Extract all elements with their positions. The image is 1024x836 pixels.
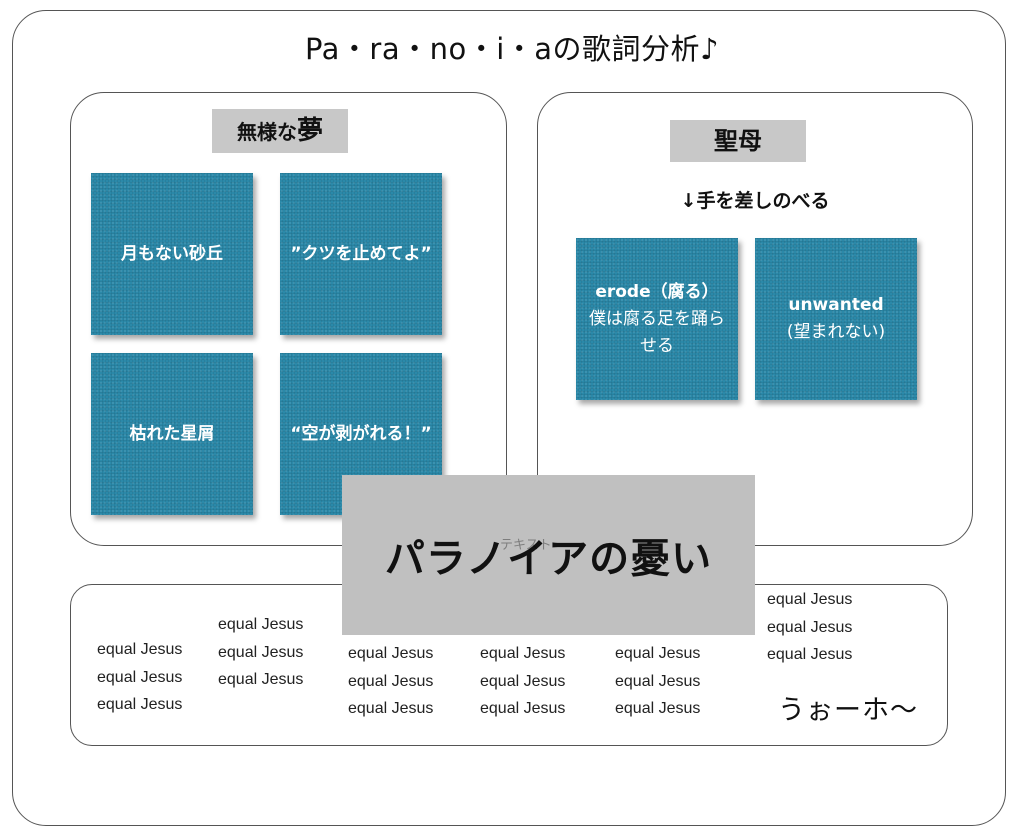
- banner-text: パラノイアの憂い: [384, 536, 713, 582]
- title-banner[interactable]: パラノイアの憂い: [342, 475, 755, 635]
- note-text: ”クツを止めてよ”: [290, 243, 432, 264]
- sticky-note[interactable]: ”クツを止めてよ”: [280, 173, 442, 335]
- sticky-note[interactable]: 月もない砂丘: [91, 173, 253, 335]
- lyric-line: equal Jesus: [615, 700, 701, 717]
- equal-jesus-column: equal Jesus equal Jesus equal Jesus: [97, 636, 182, 719]
- equal-jesus-column: equal Jesus equal Jesus equal Jesus: [218, 611, 303, 694]
- note-body: (望まれない): [786, 322, 886, 342]
- placeholder-ghost-text: テキスト: [500, 538, 552, 553]
- lyric-line: equal Jesus: [480, 700, 566, 717]
- lyric-line: equal Jesus: [97, 696, 183, 713]
- equal-jesus-column: equal Jesus equal Jesus equal Jesus: [480, 640, 565, 723]
- equal-jesus-column: equal Jesus equal Jesus equal Jesus: [615, 640, 700, 723]
- left-tag: 無様な夢: [212, 109, 348, 153]
- lyric-line: equal Jesus: [97, 641, 183, 658]
- lyric-line: equal Jesus: [348, 672, 434, 690]
- lyric-line: equal Jesus: [218, 616, 304, 633]
- lyric-line: equal Jesus: [615, 645, 701, 662]
- lyric-line: equal Jesus: [767, 591, 853, 608]
- note-text: “空が剥がれる！”: [290, 423, 432, 444]
- sticky-note[interactable]: 枯れた星屑: [91, 353, 253, 515]
- left-tag-small: 無様な: [236, 120, 297, 144]
- note-head: erode（腐る）: [595, 281, 719, 302]
- equal-jesus-column: equal Jesus equal Jesus equal Jesus: [348, 640, 433, 723]
- note-text: 月もない砂丘: [121, 243, 223, 264]
- lyric-line: equal Jesus: [480, 672, 566, 690]
- sticky-note-erode[interactable]: erode（腐る） 僕は腐る足を踊らせる: [576, 238, 738, 400]
- note-text: 枯れた星屑: [129, 423, 215, 444]
- lyric-line: equal Jesus: [348, 645, 434, 662]
- lyric-line: equal Jesus: [218, 671, 304, 688]
- page-title: Pa・ra・no・i・aの歌詞分析♪: [304, 32, 720, 66]
- lyric-line: equal Jesus: [767, 646, 853, 663]
- right-subtitle: ↓手を差しのべる: [680, 190, 830, 212]
- lyric-line: equal Jesus: [97, 668, 183, 686]
- lyric-line: equal Jesus: [767, 618, 853, 636]
- left-tag-big: 夢: [296, 116, 323, 146]
- lyric-line: equal Jesus: [480, 645, 566, 662]
- right-tag: 聖母: [670, 120, 806, 162]
- shout-text: うぉーホ〜: [778, 695, 918, 726]
- note-head: unwanted: [788, 295, 884, 315]
- note-body: 僕は腐る足を踊らせる: [589, 308, 725, 356]
- lyric-line: equal Jesus: [348, 700, 434, 717]
- lyric-line: equal Jesus: [218, 643, 304, 661]
- equal-jesus-column: equal Jesus equal Jesus equal Jesus: [767, 586, 852, 669]
- lyric-line: equal Jesus: [615, 672, 701, 690]
- sticky-note-unwanted[interactable]: unwanted (望まれない): [755, 238, 917, 400]
